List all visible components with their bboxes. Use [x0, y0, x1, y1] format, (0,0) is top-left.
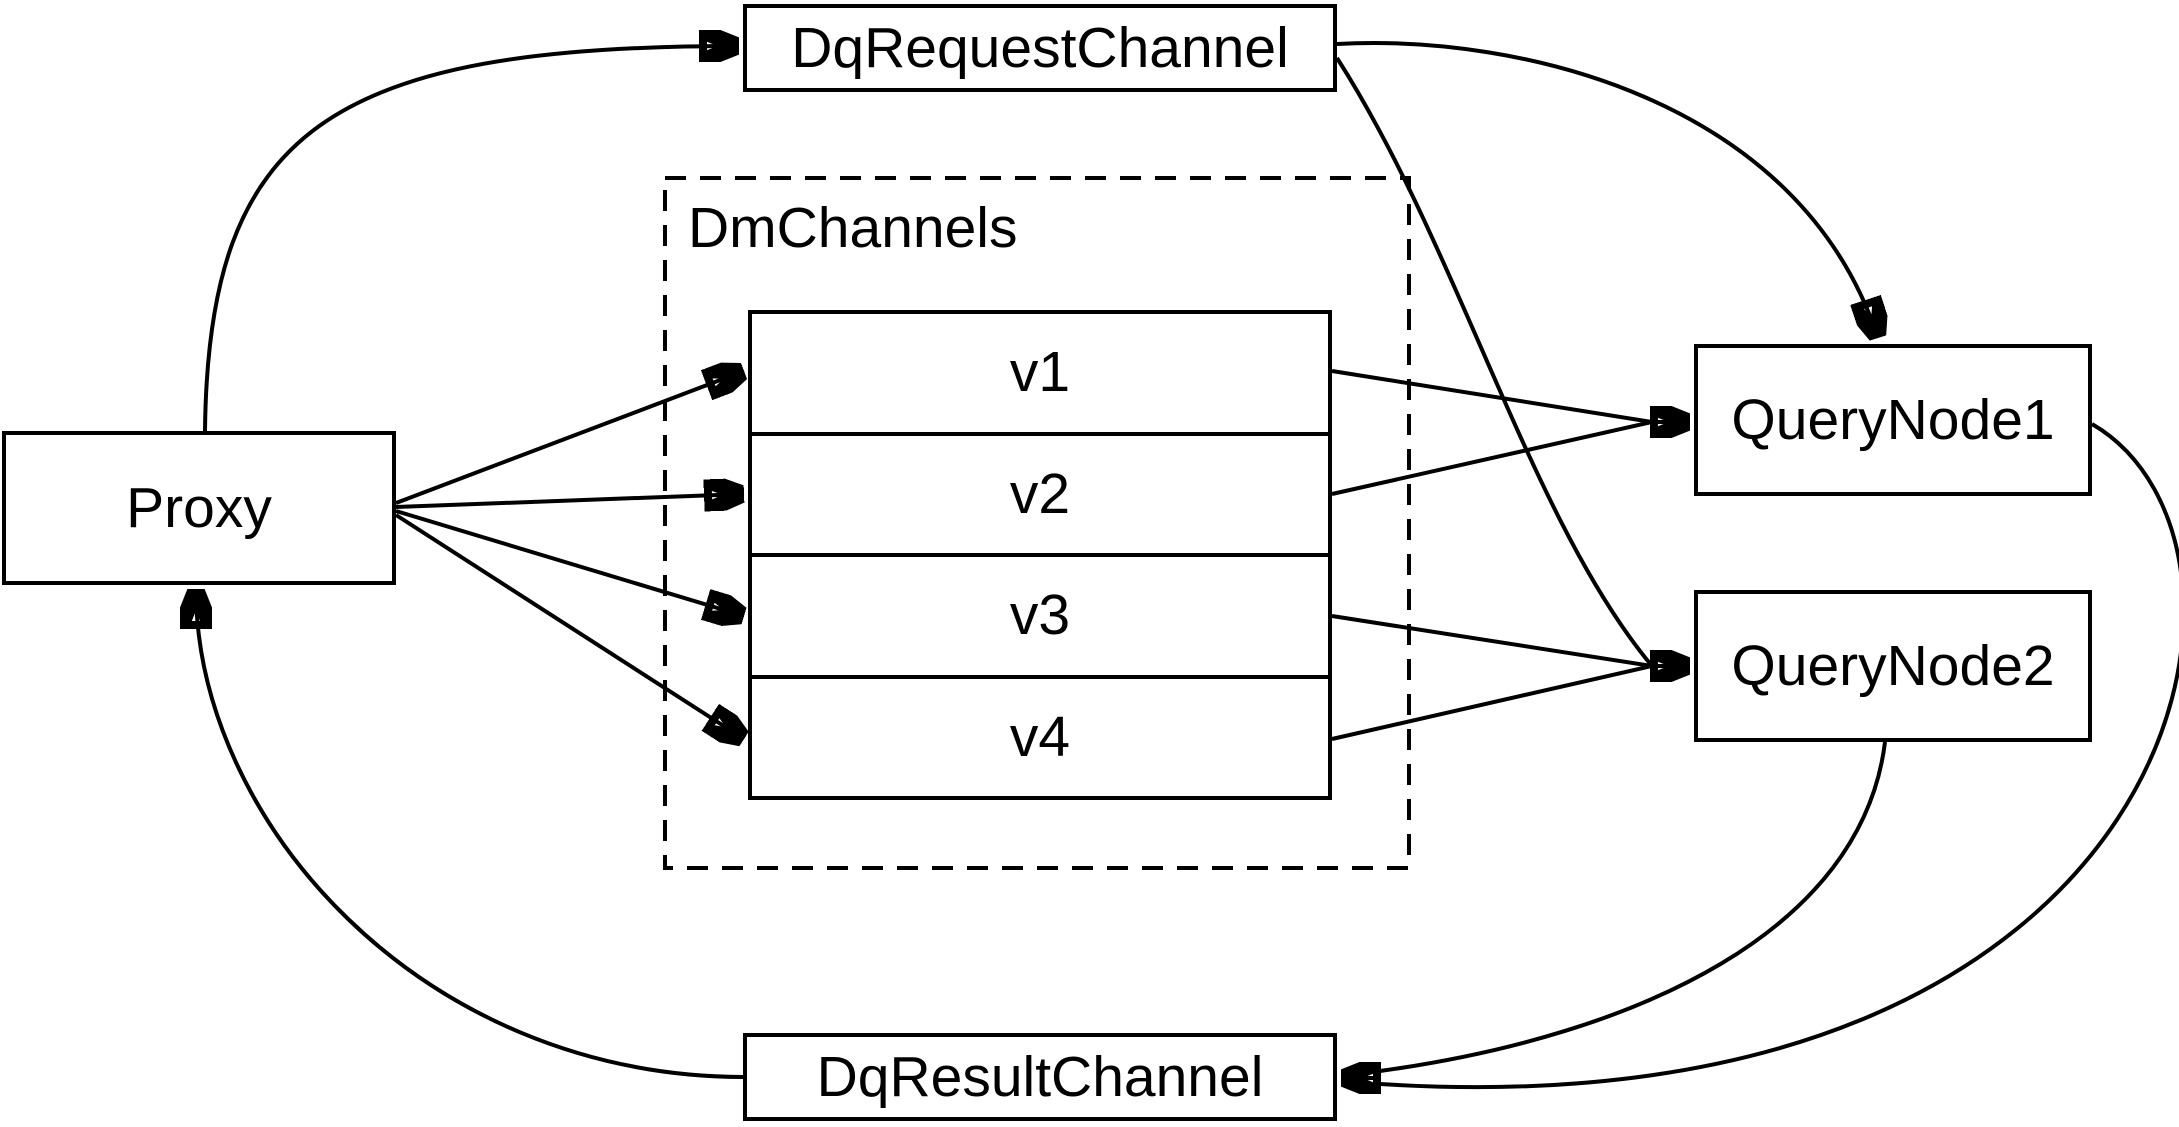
edge-dq-request-channel-to-query-node-2: [1335, 56, 1654, 668]
channel-row-v4: v4: [752, 674, 1328, 797]
edge-proxy-to-v4: [394, 513, 744, 739]
node-dq-request-channel: DqRequestChannel: [743, 4, 1337, 92]
node-query-node-2-label: QueryNode2: [1731, 633, 2055, 698]
node-dq-request-channel-label: DqRequestChannel: [791, 15, 1289, 80]
edge-proxy-to-v1: [395, 371, 744, 505]
node-dq-result-channel: DqResultChannel: [743, 1033, 1337, 1121]
group-dm-channels-label: DmChannels: [688, 196, 1018, 260]
node-query-node-1: QueryNode1: [1694, 344, 2092, 496]
channel-row-v1: v1: [1009, 340, 1071, 405]
edge-query-node-2-to-dq-result-channel: [1379, 741, 1887, 1073]
node-proxy: Proxy: [2, 431, 396, 585]
edge-dq-request-channel-to-query-node-1: [1336, 41, 1878, 338]
edge-v1-to-query-node-1: [1331, 369, 1653, 424]
edge-v3-to-query-node-2: [1331, 614, 1653, 668]
node-query-node-2: QueryNode2: [1694, 590, 2092, 742]
node-query-node-1-label: QueryNode1: [1731, 387, 2055, 452]
edge-v2-to-query-node-1: [1331, 420, 1653, 496]
node-proxy-label: Proxy: [126, 475, 272, 540]
channel-row-v2: v2: [752, 431, 1328, 554]
edge-query-node-1-to-dq-result-channel: [1379, 422, 2179, 1090]
edge-proxy-to-v2: [395, 494, 744, 507]
node-dq-result-channel-label: DqResultChannel: [816, 1044, 1264, 1109]
edge-proxy-to-v3: [395, 509, 744, 616]
dm-channel-stack: v1 v2 v3 v4: [748, 310, 1332, 800]
edge-dq-result-channel-to-proxy: [196, 589, 744, 1079]
edge-v4-to-query-node-2: [1331, 664, 1653, 741]
edge-proxy-to-dq-request-channel: [203, 46, 739, 432]
channel-row-v3: v3: [752, 553, 1328, 675]
